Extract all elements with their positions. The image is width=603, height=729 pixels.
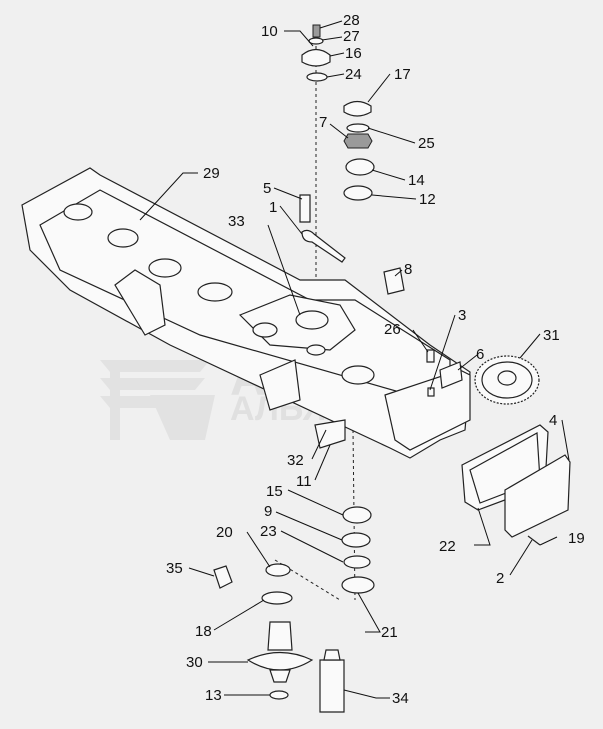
grease-tube-35 <box>213 565 233 589</box>
bearing-15 <box>342 506 372 524</box>
oring-24 <box>306 72 328 82</box>
callout-15: 15 <box>266 483 283 500</box>
callout-35: 35 <box>166 560 183 577</box>
ring-9 <box>341 532 371 548</box>
seal-lower <box>343 555 371 569</box>
callout-17: 17 <box>394 66 411 83</box>
leader-lines <box>139 20 570 699</box>
callout-5: 5 <box>263 180 271 197</box>
eyebolt-1 <box>301 229 346 263</box>
ring-13 <box>269 690 289 700</box>
plug-3 <box>427 387 435 397</box>
cap-16 <box>301 48 331 67</box>
callout-21: 21 <box>381 624 398 641</box>
callout-26: 26 <box>384 321 401 338</box>
gear-housing-beam <box>21 167 471 459</box>
bolt-2 <box>527 535 541 546</box>
callout-11: 11 <box>296 473 312 490</box>
callout-14: 14 <box>408 172 425 189</box>
callout-1: 1 <box>269 199 277 216</box>
pin-8 <box>383 267 405 295</box>
callout-4: 4 <box>549 412 557 429</box>
screw-26 <box>426 349 435 363</box>
cap-17 <box>343 100 372 117</box>
callout-6: 6 <box>476 346 484 363</box>
callout-23: 23 <box>260 523 277 540</box>
callout-22: 22 <box>439 538 456 555</box>
ring-12 <box>343 185 373 201</box>
callout-8: 8 <box>404 261 412 278</box>
pinion-shaft-30 <box>246 621 314 683</box>
nut-28 <box>312 24 321 38</box>
callout-labels: 10 28 27 16 24 17 7 25 14 12 29 5 1 33 8… <box>166 12 585 707</box>
watermark-logo-icon <box>100 360 215 440</box>
callout-9: 9 <box>264 503 272 520</box>
washer-18 <box>261 591 293 605</box>
callout-16: 16 <box>345 45 362 62</box>
callout-10: 10 <box>261 23 278 40</box>
callout-27: 27 <box>343 28 360 45</box>
callout-30: 30 <box>186 654 203 671</box>
callout-3: 3 <box>458 307 466 324</box>
callout-32: 32 <box>287 452 304 469</box>
callout-12: 12 <box>419 191 436 208</box>
bolt-5 <box>299 194 311 223</box>
callout-13: 13 <box>205 687 222 704</box>
callout-29: 29 <box>203 165 220 182</box>
nut-7 <box>343 133 373 149</box>
callout-24: 24 <box>345 66 362 83</box>
cover-4 <box>504 454 571 538</box>
seal-23 <box>265 563 291 577</box>
bottle-34 <box>319 649 345 713</box>
callout-28: 28 <box>343 12 360 29</box>
ring-21 <box>341 576 375 594</box>
key-6 <box>439 361 463 389</box>
callout-7: 7 <box>319 114 327 131</box>
callout-33: 33 <box>228 213 245 230</box>
callout-34: 34 <box>392 690 409 707</box>
callout-18: 18 <box>195 623 212 640</box>
callout-2: 2 <box>496 570 504 587</box>
callout-25: 25 <box>418 135 435 152</box>
gear-31 <box>474 355 540 405</box>
bearing-14 <box>345 158 375 176</box>
callout-20: 20 <box>216 524 233 541</box>
oring-25 <box>346 123 370 133</box>
callout-31: 31 <box>543 327 560 344</box>
callout-19: 19 <box>568 530 585 547</box>
